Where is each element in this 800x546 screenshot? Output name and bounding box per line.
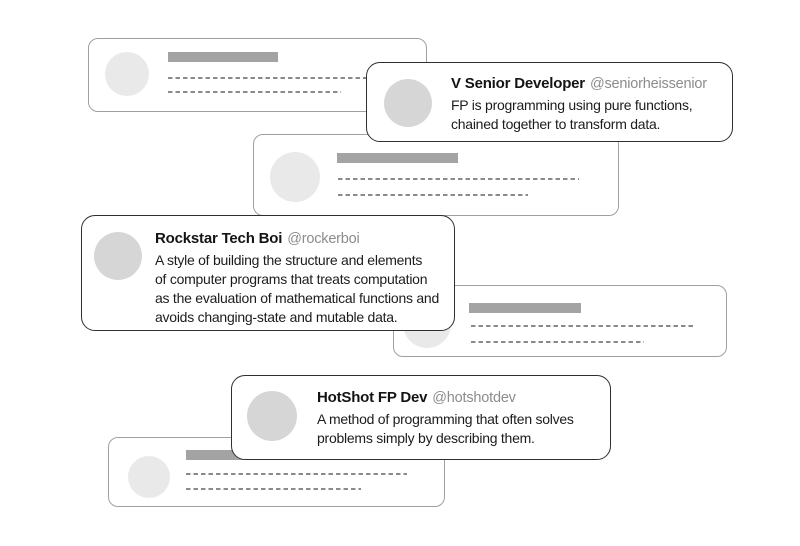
name-placeholder-bar — [469, 303, 581, 313]
tweet-header: HotShot FP Dev@hotshotdev — [317, 388, 602, 408]
avatar-placeholder — [105, 52, 149, 96]
avatar — [384, 79, 432, 127]
skeleton-tweet-card-middle — [253, 134, 619, 216]
tweet-card-rockstar-tech-boi[interactable]: Rockstar Tech Boi@rockerboi A style of b… — [81, 215, 455, 331]
name-placeholder-bar — [337, 153, 458, 163]
text-placeholder-line — [186, 473, 407, 475]
name-placeholder-bar — [168, 52, 278, 62]
user-handle: @hotshotdev — [432, 390, 516, 406]
tweet-card-senior-developer[interactable]: V Senior Developer@seniorheissenior FP i… — [366, 62, 733, 142]
text-placeholder-line — [168, 91, 341, 93]
text-placeholder-line — [168, 77, 408, 79]
display-name: V Senior Developer — [451, 75, 585, 92]
display-name: Rockstar Tech Boi — [155, 230, 283, 247]
display-name: HotShot FP Dev — [317, 389, 428, 406]
tweet-card-hotshot-fp-dev[interactable]: HotShot FP Dev@hotshotdev A method of pr… — [231, 375, 611, 460]
tweet-text: FP is programming using pure functions, … — [451, 97, 693, 132]
avatar-placeholder — [270, 152, 320, 202]
avatar — [94, 232, 142, 280]
avatar-placeholder — [128, 456, 170, 498]
avatar — [247, 391, 297, 441]
user-handle: @seniorheissenior — [589, 76, 707, 92]
tweet-text: A method of programming that often solve… — [317, 411, 574, 446]
user-handle: @rockerboi — [287, 231, 360, 247]
text-placeholder-line — [471, 341, 644, 343]
text-placeholder-line — [338, 178, 579, 180]
text-placeholder-line — [471, 325, 693, 327]
text-placeholder-line — [186, 488, 361, 490]
tweet-header: Rockstar Tech Boi@rockerboi — [155, 229, 446, 249]
text-placeholder-line — [338, 194, 528, 196]
tweet-header: V Senior Developer@seniorheissenior — [451, 74, 724, 94]
tweet-text: A style of building the structure and el… — [155, 252, 439, 325]
